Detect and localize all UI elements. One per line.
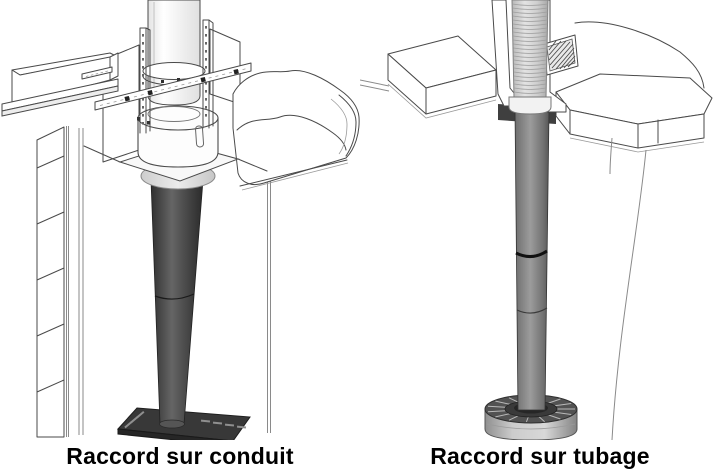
beam-right-face (425, 69, 497, 115)
breast-edge-long (611, 149, 647, 440)
brick-joints (36, 155, 65, 393)
spare-strap-piece (81, 66, 113, 80)
caption-raccord-conduit: Raccord sur conduit (66, 443, 294, 469)
wall-and-brick-pillar (36, 126, 271, 438)
connector-flue-pipe (150, 179, 204, 429)
wall-lines (360, 79, 390, 92)
hood-corner-edge (338, 94, 357, 157)
strap-band (94, 62, 252, 111)
flexible-liner (508, 0, 552, 115)
chimney-breast-and-shelf (555, 21, 713, 440)
pillar-edge-lines (66, 126, 84, 437)
beam-flange-lip (1, 85, 119, 117)
beam-rim (387, 83, 497, 119)
pipe-body (150, 179, 204, 425)
support-collar-assembly (83, 105, 268, 190)
pipe-joint-band (515, 249, 548, 258)
collar-opening (147, 106, 201, 122)
rail-bolts (137, 117, 151, 125)
pipe-joint-seam (154, 293, 195, 300)
stove-front-edge (117, 428, 229, 440)
locking-band-top (142, 62, 206, 80)
strap-bolts (124, 68, 239, 102)
pipe-joint-seam (516, 307, 548, 314)
connector-flue-pipe (514, 109, 550, 411)
breast-edge-short (609, 137, 613, 175)
pipe-base (159, 419, 185, 429)
liner-corrugations (512, 3, 548, 94)
figure-raccord-tubage: Raccord sur tubage (360, 0, 720, 472)
hood-rim (239, 159, 348, 187)
rail-right (202, 19, 214, 129)
perforated-strap (94, 62, 252, 111)
shelf-rim (569, 137, 705, 153)
locking-band-screws (161, 78, 180, 83)
breast-contour (574, 21, 705, 89)
collar-body (137, 117, 219, 168)
mantel-hood (232, 70, 360, 191)
hood-outline (232, 70, 360, 186)
hood-corner-inner (330, 98, 348, 155)
collar-slot-handle (195, 125, 205, 148)
spare-strap-holes (85, 70, 109, 77)
liner-collar (508, 96, 552, 115)
caption-raccord-tubage: Raccord sur tubage (430, 443, 650, 469)
rail-left (139, 27, 151, 134)
perforated-support-rails (137, 19, 214, 134)
brick-pillar (36, 126, 65, 438)
outlet-body-seam (486, 423, 576, 430)
shelf-right-face (637, 113, 705, 149)
hood-rim-lip (241, 162, 349, 191)
pipe-body (514, 109, 550, 411)
stove-vent-slots (124, 411, 247, 429)
ventilation-grille (546, 38, 576, 72)
platform-front-edges (83, 145, 268, 172)
diagram-raccord-tubage (360, 0, 713, 440)
beam-end-cap (109, 52, 119, 81)
strap-holes (99, 68, 248, 106)
mantel-beam-left (360, 35, 497, 119)
wall-edge-right (267, 173, 271, 433)
diagram-raccord-conduit (1, 0, 360, 440)
figure-raccord-conduit: Raccord sur conduit (1, 0, 360, 469)
hood-stone-contour (236, 114, 347, 151)
